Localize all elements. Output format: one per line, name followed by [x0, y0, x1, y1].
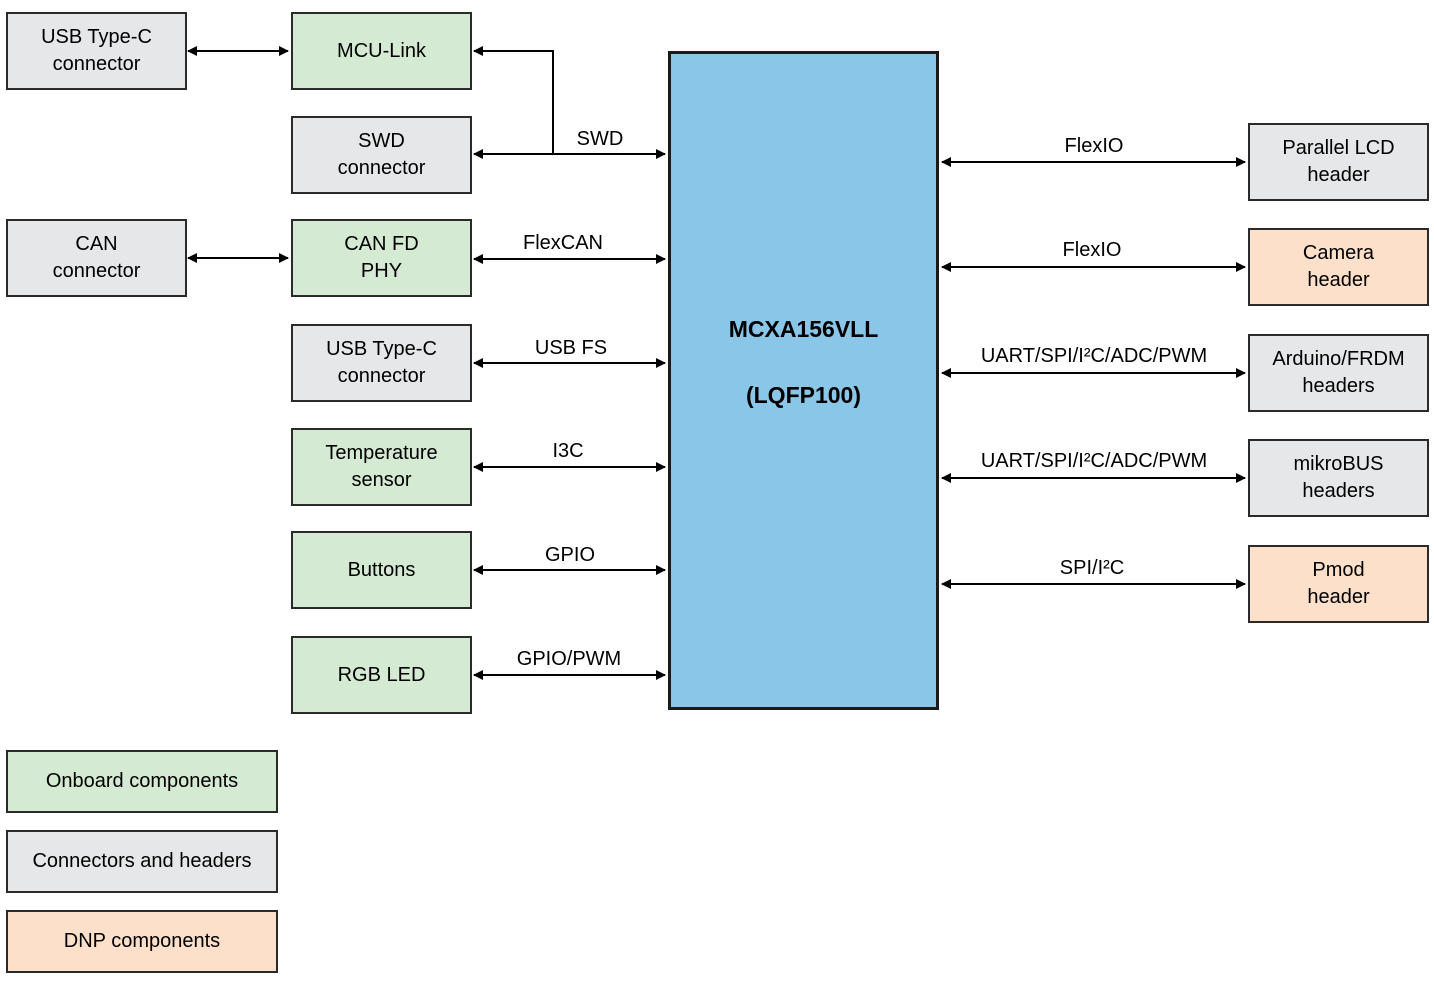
mcu-link-block: MCU-Link — [291, 12, 472, 90]
buttons-block: Buttons — [291, 531, 472, 609]
can-connector: CAN connector — [6, 219, 187, 297]
label-arduino-bus: UART/SPI/I²C/ADC/PWM — [980, 345, 1208, 367]
parallel-lcd-header: Parallel LCD header — [1248, 123, 1429, 201]
label-usbfs: USB FS — [534, 337, 608, 359]
mcu-block: MCXA156VLL (LQFP100) — [668, 51, 939, 710]
label-flexio-lcd: FlexIO — [1064, 135, 1124, 157]
swd-connector: SWD connector — [291, 116, 472, 194]
label-flexio-camera: FlexIO — [1062, 239, 1122, 261]
label-mikrobus-bus: UART/SPI/I²C/ADC/PWM — [980, 450, 1208, 472]
label-i3c: I3C — [552, 440, 584, 462]
mikrobus-headers: mikroBUS headers — [1248, 439, 1429, 517]
legend-connectors: Connectors and headers — [6, 830, 278, 893]
legend-dnp: DNP components — [6, 910, 278, 973]
label-swd: SWD — [576, 128, 624, 150]
label-flexcan: FlexCAN — [522, 232, 604, 254]
label-gpio-pwm: GPIO/PWM — [516, 648, 622, 670]
mcu-package: (LQFP100) — [745, 382, 861, 408]
label-gpio: GPIO — [544, 544, 596, 566]
mcu-name: MCXA156VLL — [728, 316, 879, 342]
arduino-frdm-headers: Arduino/FRDM headers — [1248, 334, 1429, 412]
usbc-connector: USB Type-C connector — [291, 324, 472, 402]
temperature-sensor: Temperature sensor — [291, 428, 472, 506]
can-fd-phy: CAN FD PHY — [291, 219, 472, 297]
link-swd-mculink — [473, 46, 554, 154]
rgb-led-block: RGB LED — [291, 636, 472, 714]
legend-onboard: Onboard components — [6, 750, 278, 813]
label-pmod-bus: SPI/I²C — [1059, 557, 1125, 579]
pmod-header: Pmod header — [1248, 545, 1429, 623]
camera-header: Camera header — [1248, 228, 1429, 306]
usbc-debug-connector: USB Type-C connector — [6, 12, 187, 90]
